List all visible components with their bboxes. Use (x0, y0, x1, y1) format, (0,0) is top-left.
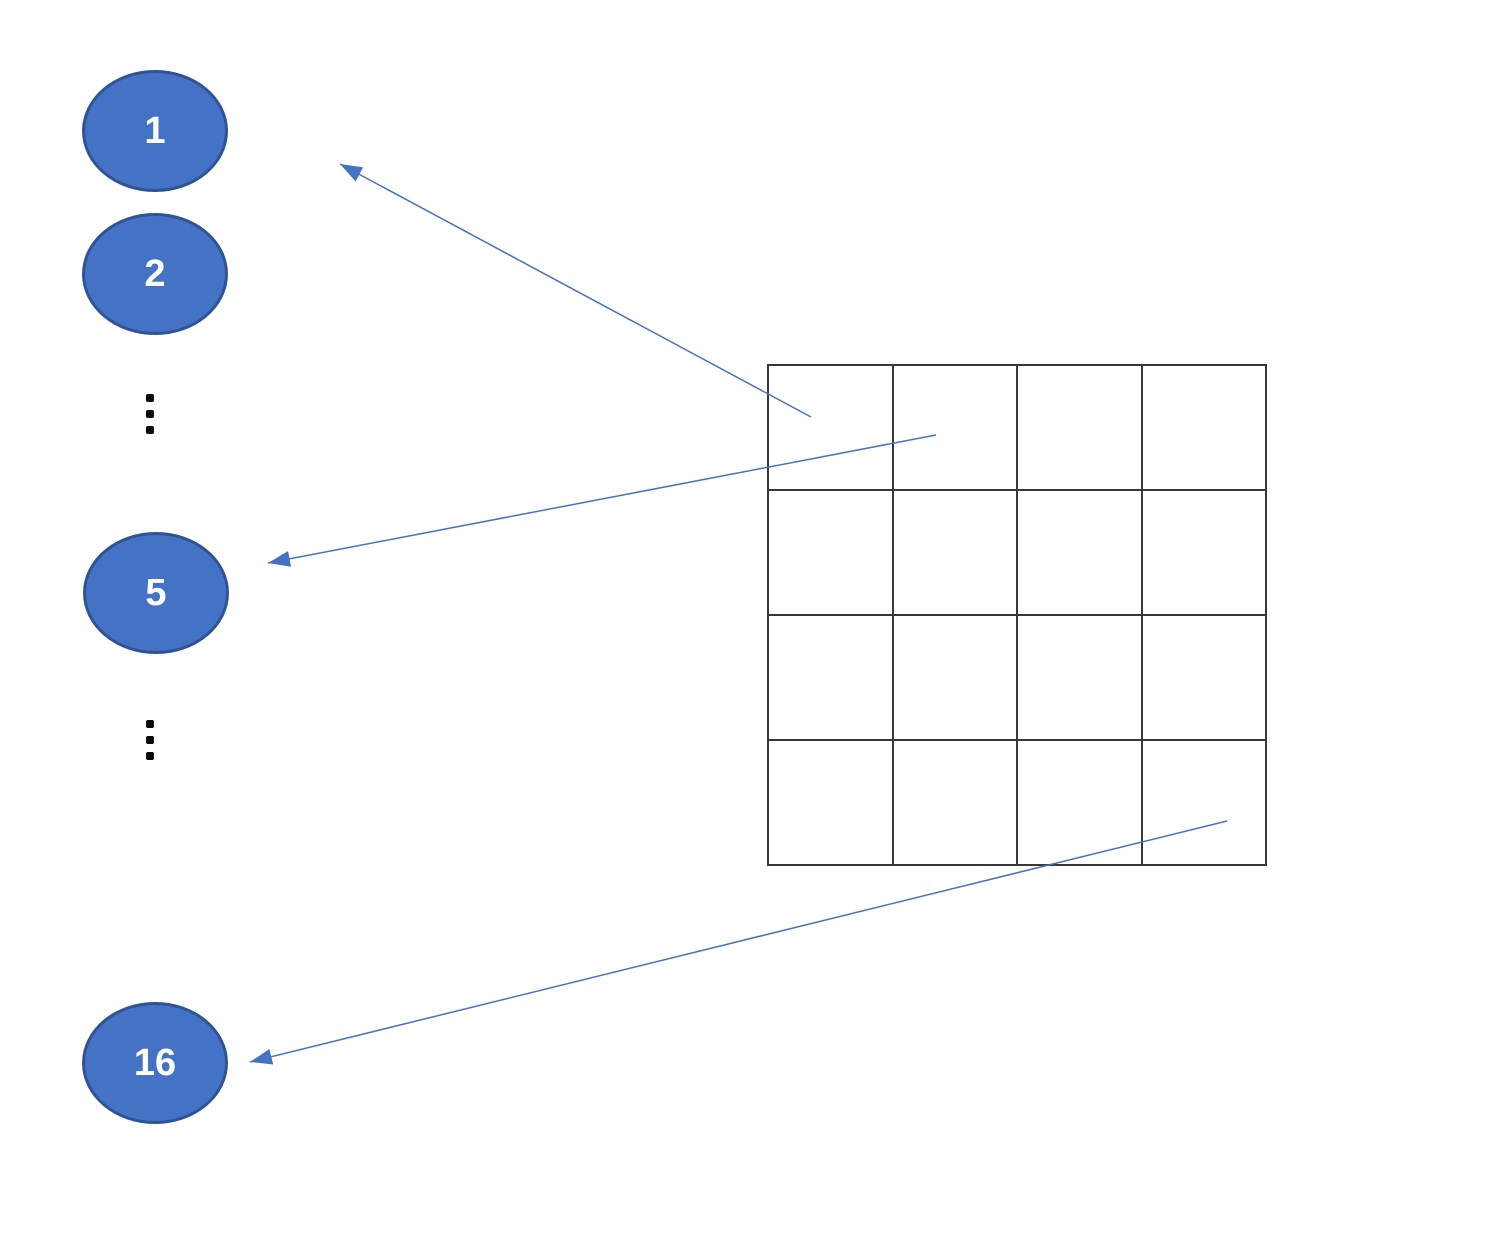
dot (146, 426, 154, 434)
node-ellipse-5: 5 (83, 532, 229, 654)
grid-cell-12 (1141, 615, 1266, 740)
dot (146, 720, 154, 728)
vertical-ellipsis-icon (146, 720, 154, 760)
node-ellipse-2: 2 (82, 213, 228, 335)
grid-cell-11 (1017, 615, 1142, 740)
grid-cell-14 (892, 740, 1017, 865)
node-ellipse-16: 16 (82, 1002, 228, 1124)
node-label: 16 (133, 1041, 177, 1084)
grid-cell-2 (892, 365, 1017, 490)
node-label: 2 (144, 252, 166, 295)
grid-cell-3 (1017, 365, 1142, 490)
grid-cell-6 (892, 490, 1017, 615)
vertical-ellipsis-icon (146, 394, 154, 434)
grid-cell-1 (768, 365, 893, 490)
node-label: 1 (144, 109, 166, 152)
dot (146, 736, 154, 744)
dot (146, 410, 154, 418)
node-ellipse-1: 1 (82, 70, 228, 192)
arrow-grid-cell-1-to-node-1 (339, 163, 812, 418)
grid (767, 364, 1267, 866)
dot (146, 394, 154, 402)
grid-cell-8 (1141, 490, 1266, 615)
grid-cell-13 (768, 740, 893, 865)
grid-cell-16 (1141, 740, 1266, 865)
grid-cell-7 (1017, 490, 1142, 615)
grid-cell-4 (1141, 365, 1266, 490)
grid-cell-15 (1017, 740, 1142, 865)
grid-cell-5 (768, 490, 893, 615)
grid-cell-10 (892, 615, 1017, 740)
node-label: 5 (145, 571, 167, 614)
grid-cell-9 (768, 615, 893, 740)
dot (146, 752, 154, 760)
